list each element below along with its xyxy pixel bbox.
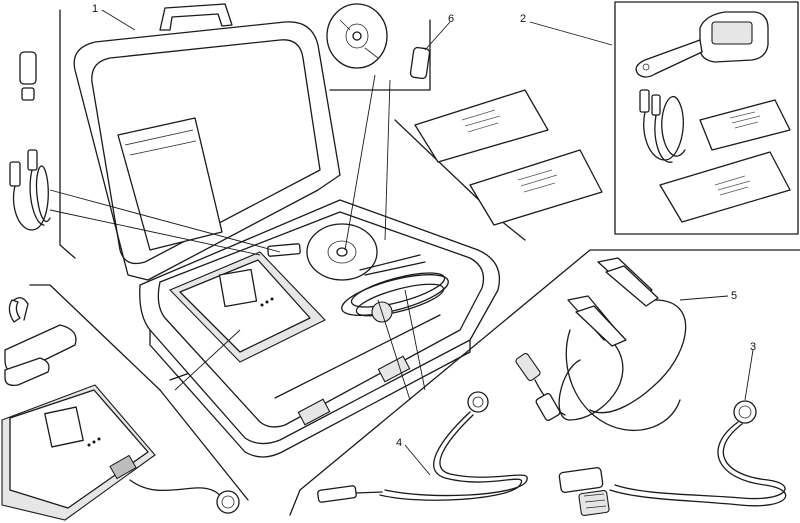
callout-5: 5 xyxy=(731,290,737,302)
cd-disc xyxy=(326,3,388,69)
callout-3: 3 xyxy=(750,341,756,353)
booklet-small-2 xyxy=(659,151,791,223)
callout-4: 4 xyxy=(396,437,402,449)
callout-labels: 1 2 3 4 5 6 xyxy=(92,3,756,449)
diagnostic-unit-in-case xyxy=(169,251,326,363)
diagnostic-unit xyxy=(1,384,240,521)
callout-2: 2 xyxy=(520,13,526,25)
booklet-center-1 xyxy=(414,89,549,163)
leader-lines xyxy=(49,9,754,476)
cd-in-case xyxy=(306,223,378,281)
callout-6: 6 xyxy=(448,13,454,25)
callout-1: 1 xyxy=(92,3,98,15)
carry-case xyxy=(73,3,501,458)
cable-item-3 xyxy=(558,400,787,517)
booklet-center-2 xyxy=(469,149,603,226)
key-fob xyxy=(635,11,769,78)
cable-item-4 xyxy=(317,391,528,503)
usb-stick-top xyxy=(409,46,431,80)
neck-strap xyxy=(4,324,77,386)
usb-stick-in-case xyxy=(267,243,301,257)
booklet-small-1 xyxy=(699,99,791,151)
carabiner xyxy=(8,297,29,323)
usb-cable-small xyxy=(639,89,686,163)
usb-cable-left xyxy=(9,149,51,231)
detail-box-item-2 xyxy=(614,1,799,235)
battery-clamps-item-5 xyxy=(515,257,687,432)
usb-stick-left xyxy=(19,51,37,101)
